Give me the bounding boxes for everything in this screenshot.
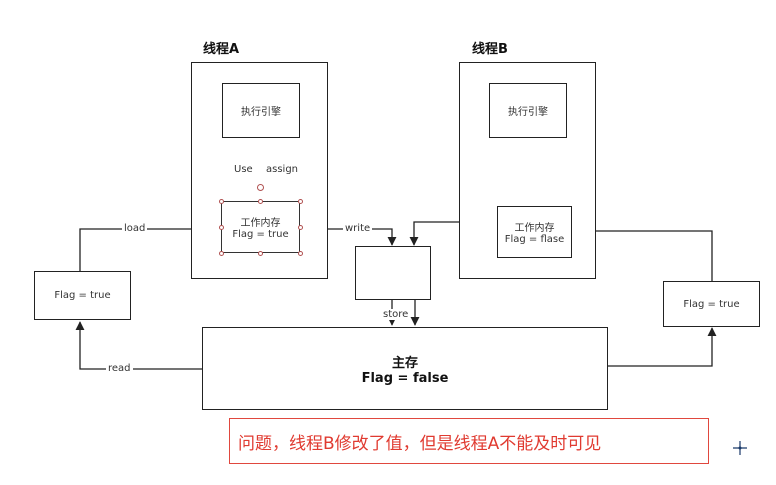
selection-handle[interactable]: [258, 251, 263, 256]
thread-b-engine-label: 执行引擎: [508, 107, 548, 118]
rotate-handle[interactable]: [257, 184, 264, 191]
read-arrow: [75, 321, 203, 370]
buffer-box: [355, 246, 431, 300]
right-flag-to-b-arrow: [571, 226, 713, 281]
crosshair-cursor-icon: [733, 441, 747, 455]
selection-handle[interactable]: [298, 251, 303, 256]
left-flag-box: Flag = true: [34, 271, 131, 320]
selection-handle[interactable]: [298, 225, 303, 230]
main-to-right-flag-arrow: [607, 327, 717, 367]
thread-b-work-memory-title: 工作内存: [514, 223, 555, 234]
problem-note: 问题，线程B修改了值，但是线程A不能及时可见: [229, 418, 709, 464]
left-flag-label: Flag = true: [54, 290, 111, 301]
right-flag-label: Flag = true: [683, 298, 740, 310]
write-label: write: [343, 223, 373, 234]
thread-a-engine-label: 执行引擎: [241, 107, 281, 118]
thread-a-work-memory-flag: Flag = true: [232, 229, 289, 240]
selection-handle[interactable]: [298, 199, 303, 204]
thread-a-engine: 执行引擎: [222, 83, 300, 138]
thread-a-title: 线程A: [203, 42, 240, 57]
thread-b-work-memory: 工作内存 Flag = flase: [497, 206, 572, 258]
right-flag-box: Flag = true: [663, 281, 760, 327]
thread-a-work-memory-title: 工作内存: [240, 218, 281, 229]
main-memory-flag: Flag = false: [361, 370, 449, 386]
selection-handle[interactable]: [219, 199, 224, 204]
read-label: read: [106, 363, 133, 374]
thread-b-work-memory-flag: Flag = flase: [504, 234, 565, 245]
problem-note-text: 问题，线程B修改了值，但是线程A不能及时可见: [238, 433, 602, 454]
store-label: store: [381, 309, 411, 320]
load-arrow: [79, 224, 221, 271]
write-arrow: [300, 228, 397, 246]
assign-label: assign: [266, 164, 299, 175]
main-memory: 主存 Flag = false: [202, 327, 608, 410]
thread-a-work-memory[interactable]: 工作内存 Flag = true: [221, 201, 300, 253]
thread-b-engine: 执行引擎: [489, 83, 567, 138]
selection-handle[interactable]: [219, 251, 224, 256]
main-memory-title: 主存: [391, 355, 418, 371]
selection-handle[interactable]: [258, 199, 263, 204]
load-label: load: [122, 223, 148, 234]
use-label: Use: [234, 164, 253, 175]
thread-b-title: 线程B: [472, 42, 508, 57]
selection-handle[interactable]: [219, 225, 224, 230]
